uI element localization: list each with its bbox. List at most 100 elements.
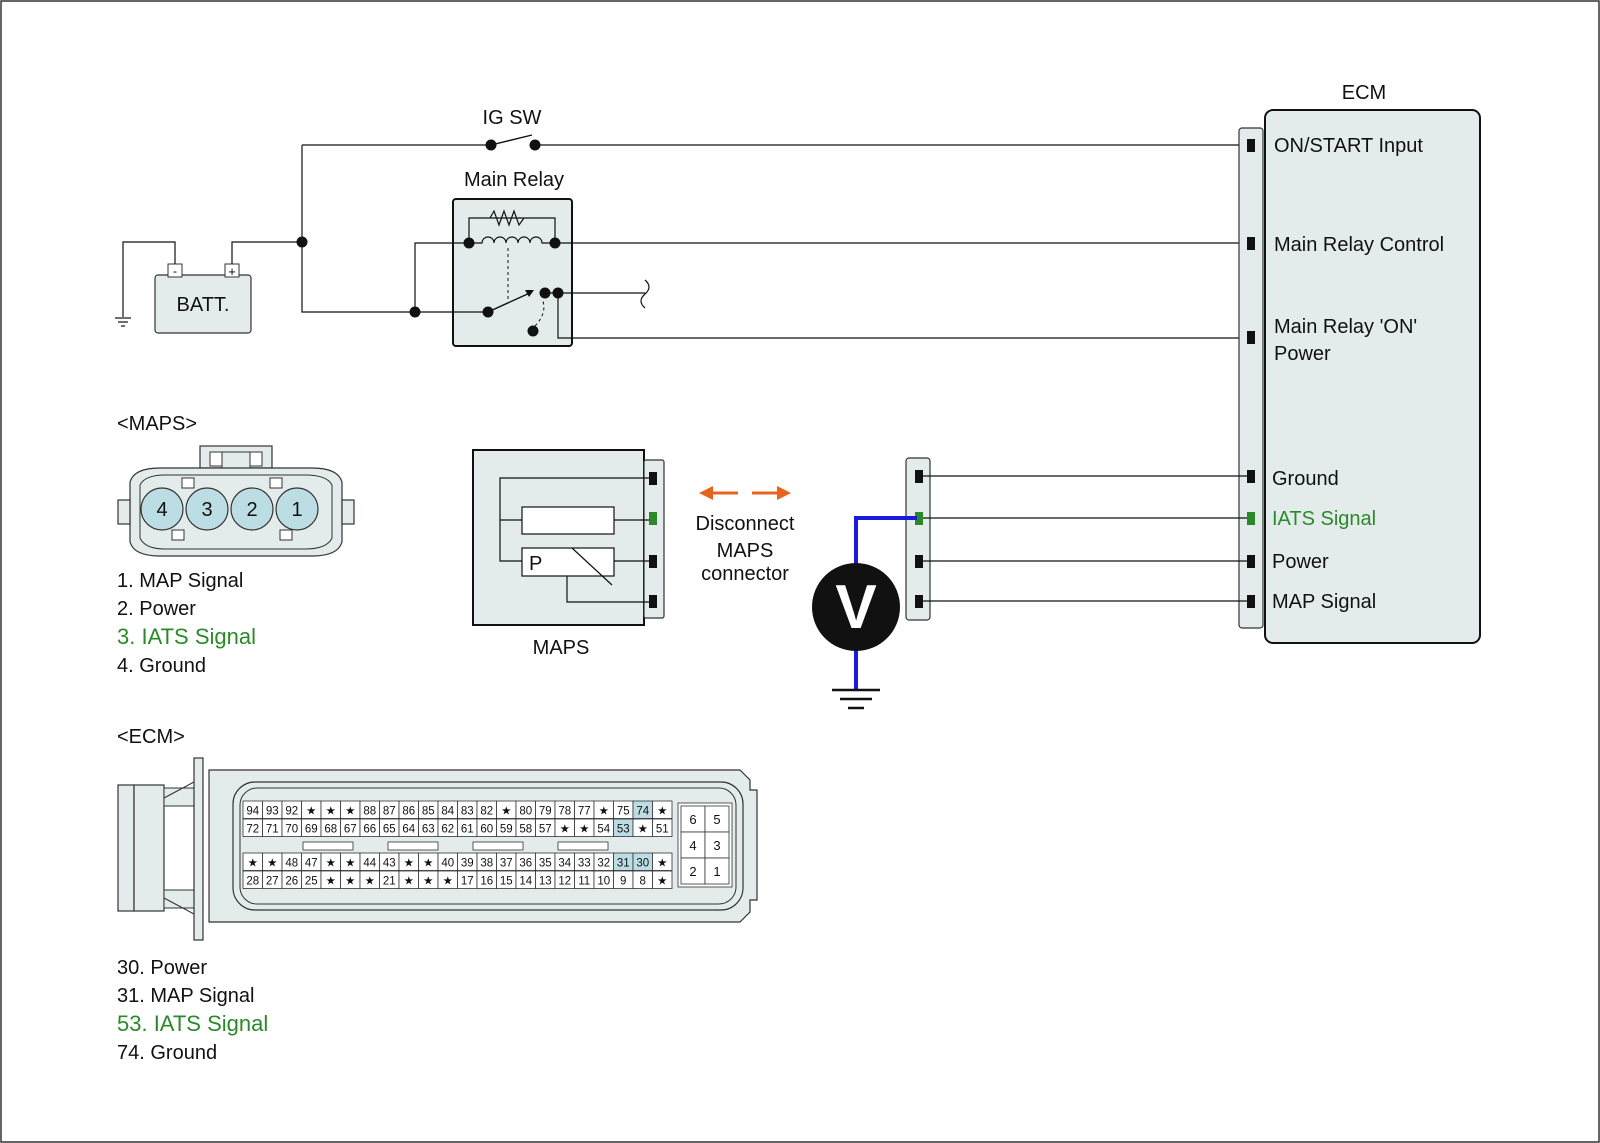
maps-legend: 1. MAP Signal 2. Power 3. IATS Signal 4.… [117, 570, 256, 677]
ecm-pin-label: ★ [423, 858, 433, 870]
maps-legend-item: 2. Power [117, 598, 196, 620]
maps-p-label: P [529, 553, 542, 575]
ecm-pin-label: 54 [597, 824, 610, 836]
ecm-pin-label: 75 [617, 806, 630, 818]
ecm-terminal-ground [1247, 470, 1255, 483]
maps-pin-4: 4 [156, 499, 167, 521]
ecm-pin-label: ★ [443, 876, 453, 888]
ecm-pin-label: 35 [539, 858, 552, 870]
ecm-pin-label: 53 [617, 824, 630, 836]
ecm-pin-label: 68 [324, 824, 337, 836]
voltmeter: V [812, 516, 917, 710]
disconnect-line-1: Disconnect [696, 513, 795, 535]
battery-plus-label: + [228, 264, 236, 279]
ecm-side-pin-label: 2 [689, 864, 696, 879]
maps-connector-title: <MAPS> [117, 413, 197, 435]
ecm-label-power: Power [1272, 551, 1329, 573]
ecm-side-pin-label: 1 [713, 864, 720, 879]
ecm-pin-label: 80 [519, 806, 532, 818]
battery-ground-wire [115, 241, 176, 327]
ecm-pin-label: 74 [636, 806, 649, 818]
ecm-pin-label: 34 [558, 858, 571, 870]
ecm-legend-item: 31. MAP Signal [117, 985, 255, 1007]
ecm-terminal-iats [1247, 512, 1255, 525]
maps-caption: MAPS [533, 637, 590, 659]
ecm-pin-label: 72 [246, 824, 259, 836]
ecm-side-pin-label: 3 [713, 838, 720, 853]
ecm-pin-label: 63 [422, 824, 435, 836]
ecm-pin-label: 15 [500, 876, 513, 888]
ecm-pin-label: 39 [461, 858, 474, 870]
ecm-pin-label: ★ [579, 824, 589, 836]
ecm-label-map: MAP Signal [1272, 591, 1376, 613]
ecm-terminal-map [1247, 595, 1255, 608]
ecm-pin-label: 88 [363, 806, 376, 818]
ecm-pin-label: ★ [248, 858, 258, 870]
ecm-label-main-relay-control: Main Relay Control [1274, 234, 1444, 256]
ecm-legend-item: 74. Ground [117, 1042, 217, 1064]
ecm-pin-label: ★ [657, 876, 667, 888]
ecm-label-iats: IATS Signal [1272, 508, 1376, 530]
ecm-pin-label: 38 [480, 858, 493, 870]
ecm-pin-label: 70 [285, 824, 298, 836]
ecm-pin-label: 65 [383, 824, 396, 836]
ecm-label-on-start: ON/START Input [1274, 135, 1423, 157]
ecm-pin-label: 9 [620, 876, 626, 888]
ecm-pin-label: 61 [461, 824, 474, 836]
ecm-pin-label: ★ [345, 876, 355, 888]
ecm-pin-label: ★ [657, 806, 667, 818]
disconnect-line-3: connector [701, 563, 789, 585]
ecm-pin-label: 58 [519, 824, 532, 836]
ecm-pin-label: 13 [539, 876, 552, 888]
maps-legend-item: 3. IATS Signal [117, 624, 256, 649]
ecm-pin-label: 86 [402, 806, 415, 818]
maps-pin-2: 2 [246, 499, 257, 521]
ecm-pin-label: 64 [402, 824, 415, 836]
ecm-side-pin-cell [680, 857, 706, 885]
ecm-pin-label: 78 [558, 806, 571, 818]
battery-positive-wire [231, 145, 415, 313]
ecm-pin-label: ★ [326, 806, 336, 818]
ecm-legend-item: 53. IATS Signal [117, 1011, 268, 1036]
ecm-pin-label: 26 [285, 876, 298, 888]
ecm-terminal-main-relay-control [1247, 237, 1255, 250]
ecm-label-main-relay-power: Power [1274, 343, 1331, 365]
ecm-pin-label: 79 [539, 806, 552, 818]
ecm-terminal-power [1247, 555, 1255, 568]
ecm-pin-label: ★ [599, 806, 609, 818]
ecm-pin-label: ★ [326, 876, 336, 888]
ecm-pin-label: 92 [285, 806, 298, 818]
ecm-pin-label: 71 [266, 824, 279, 836]
ecm-pin-label: 93 [266, 806, 279, 818]
main-relay: Main Relay [452, 169, 573, 347]
ecm-pin-label: 87 [383, 806, 396, 818]
relay-wires [409, 242, 1250, 339]
ecm-pin-label: 14 [519, 876, 532, 888]
ecm-pin-label: 83 [461, 806, 474, 818]
ecm-label-main-relay-on: Main Relay 'ON' [1274, 316, 1417, 338]
ecm-pin-label: 37 [500, 858, 513, 870]
ecm-pin-label: ★ [560, 824, 570, 836]
ecm-pin-label: 33 [578, 858, 591, 870]
ecm-pin-label: 43 [383, 858, 396, 870]
ecm-title: ECM [1342, 82, 1386, 104]
ecm-pin-label: 10 [597, 876, 610, 888]
ecm-side-pin-label: 6 [689, 812, 696, 827]
ecm-pin-label: 27 [266, 876, 279, 888]
harness-connector [905, 457, 1247, 621]
ecm-label-ground: Ground [1272, 468, 1339, 490]
ignition-switch: IG SW [302, 107, 1250, 151]
ecm-side-pin-cell [680, 831, 706, 859]
ecm-pin-cell [652, 818, 673, 837]
ecm-pin-label: 85 [422, 806, 435, 818]
battery-label: BATT. [177, 294, 230, 316]
maps-connector-view: <MAPS> 4 3 2 1 [117, 413, 355, 557]
ecm-pin-label: 11 [578, 876, 590, 888]
ecm-pin-label: 48 [285, 858, 298, 870]
ecm-pin-cell [652, 852, 673, 871]
ecm-pin-label: 25 [305, 876, 318, 888]
ecm-side-pin-cell [704, 831, 730, 859]
